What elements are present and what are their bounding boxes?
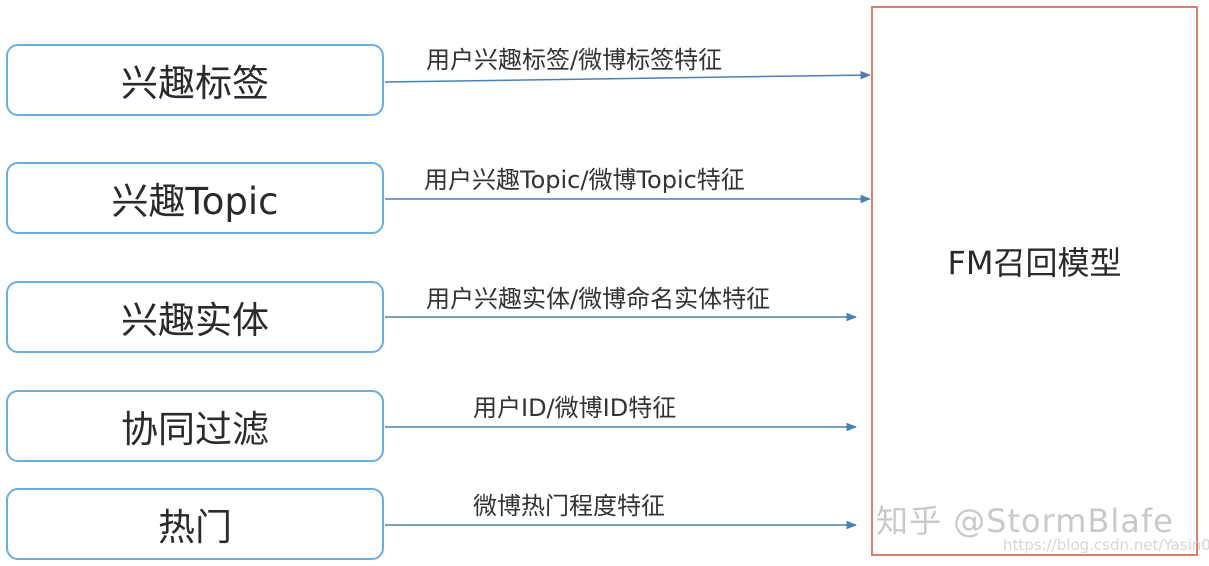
source-label: 兴趣Topic <box>111 180 279 223</box>
edge-label-tags: 用户兴趣标签/微博标签特征 <box>426 46 723 74</box>
source-label: 协同过滤 <box>121 408 269 451</box>
source-box-interest-tags: 兴趣标签 <box>6 44 384 116</box>
watermark-text: 知乎 @StormBlafe <box>876 502 1174 540</box>
watermark-url: https://blog.csdn.net/Yasin0 <box>1003 536 1209 554</box>
edge-label-entity: 用户兴趣实体/微博命名实体特征 <box>426 285 771 313</box>
edge-label-topic: 用户兴趣Topic/微博Topic特征 <box>424 166 745 194</box>
source-box-interest-topic: 兴趣Topic <box>6 162 384 234</box>
target-box-fm-model: FM召回模型 <box>871 6 1198 556</box>
edge-label-cf: 用户ID/微博ID特征 <box>473 394 677 422</box>
target-label: FM召回模型 <box>947 244 1122 282</box>
source-label: 兴趣标签 <box>121 62 269 105</box>
source-box-interest-entity: 兴趣实体 <box>6 281 384 353</box>
edge-arrow-tags <box>384 70 872 83</box>
edge-label-hot: 微博热门程度特征 <box>473 492 665 520</box>
source-box-popular: 热门 <box>6 488 384 560</box>
source-label: 兴趣实体 <box>121 299 269 342</box>
source-label: 热门 <box>158 506 232 549</box>
source-box-collaborative-filtering: 协同过滤 <box>6 390 384 462</box>
